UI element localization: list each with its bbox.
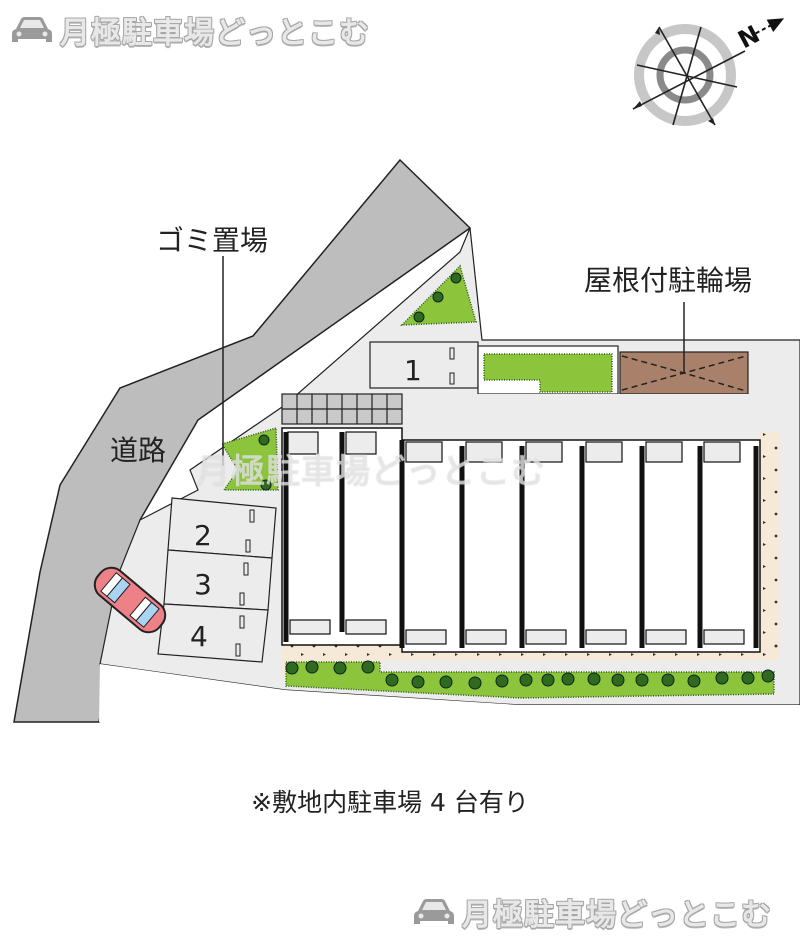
watermark-text: 月極駐車場どっとこむ (462, 898, 772, 933)
apartment-building (281, 427, 761, 653)
road (13, 158, 472, 723)
greenery-hedge (483, 353, 613, 393)
car-icon (93, 566, 167, 634)
parking-space-1[interactable]: 1 (369, 341, 479, 389)
compass-north-label: N (733, 20, 764, 54)
car-icon (12, 17, 52, 42)
parking-caption: ※敷地内駐車場 4 台有り (251, 788, 529, 817)
road-label: 道路 (110, 434, 166, 467)
watermark-center: 月極駐車場どっとこむ (196, 452, 546, 492)
svg-text:3: 3 (194, 568, 212, 601)
watermark-text: 月極駐車場どっとこむ (60, 16, 370, 51)
svg-text:1: 1 (404, 354, 422, 387)
parking-space-3[interactable]: 3 (163, 549, 273, 611)
garbage-label: ゴミ置場 (156, 224, 268, 257)
watermark-top: 月極駐車場どっとこむ (10, 8, 370, 52)
svg-text:4: 4 (190, 620, 208, 653)
bicycle-shelter-label: 屋根付駐輪場 (584, 264, 752, 297)
parking-space-4[interactable]: 4 (157, 603, 269, 663)
compass-rose-icon: N (632, 18, 785, 126)
svg-text:2: 2 (194, 519, 212, 552)
parking-space-2[interactable]: 2 (167, 497, 277, 559)
tile-area (281, 393, 403, 425)
car-icon (414, 899, 454, 924)
watermark-bottom: 月極駐車場どっとこむ (412, 890, 772, 934)
